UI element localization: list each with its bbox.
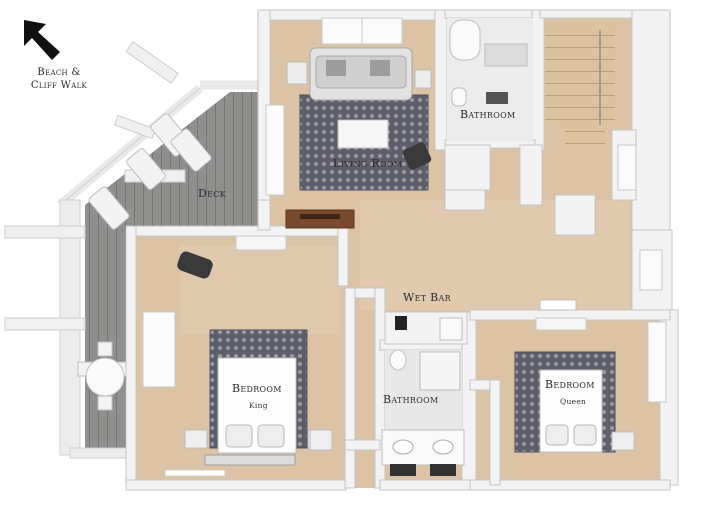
bathroom-mid-label: Bathroom [383, 393, 439, 406]
staircase [545, 24, 637, 191]
bed-size-king: King [249, 401, 268, 410]
bathroom-mid [381, 349, 465, 476]
window [639, 249, 663, 291]
deck-label: Deck [198, 187, 226, 200]
living-room [265, 17, 432, 229]
compass-line2: Cliff Walk [30, 80, 88, 91]
bedroom-queen [514, 317, 667, 453]
bathroom-top [447, 18, 533, 142]
deck-table [77, 341, 133, 411]
bedroom-king-label: Bedroom [232, 382, 282, 395]
nightstand [309, 429, 333, 451]
bed-size-queen: Queen [560, 397, 587, 406]
compass-line1: Beach & [37, 67, 81, 78]
bathroom-top-label: Bathroom [460, 108, 516, 121]
deck-chair [150, 113, 212, 172]
north-arrow-icon [24, 20, 60, 60]
wet-bar-label: Wet Bar [403, 291, 451, 304]
bedroom-king [142, 235, 331, 477]
bedroom-queen-label: Bedroom [545, 378, 595, 391]
wet-bar [384, 299, 577, 345]
walls [125, 9, 679, 491]
living-room-label: Living Room [333, 157, 403, 170]
compass-label: Beach & Cliff Walk [24, 66, 94, 92]
deck-chair [88, 148, 166, 230]
sofa [309, 47, 413, 101]
